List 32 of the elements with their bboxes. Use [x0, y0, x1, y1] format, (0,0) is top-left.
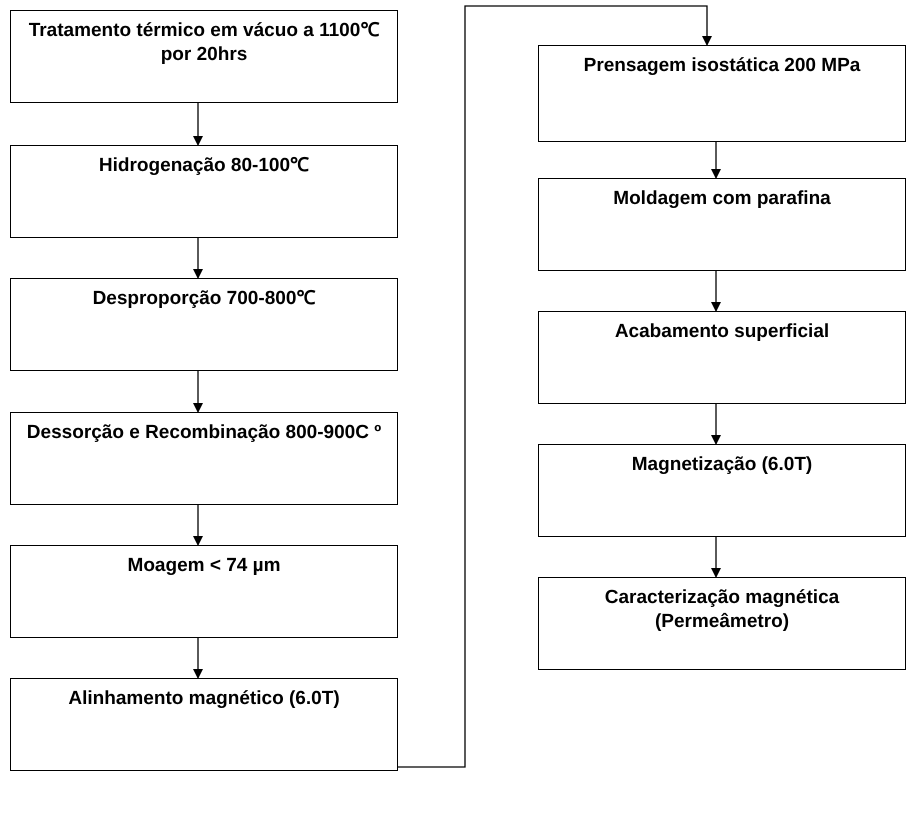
box-label: Magnetização (6.0T): [632, 453, 812, 477]
process-box: [10, 10, 398, 103]
process-box: [538, 45, 906, 142]
process-box: [538, 178, 906, 271]
arrow: [398, 5, 712, 768]
box-label: Tratamento térmico em vácuo a 1100℃ por 20hrs: [28, 19, 380, 67]
process-box: [538, 311, 906, 404]
arrow: [193, 103, 203, 146]
box-label: Alinhamento magnético (6.0T): [68, 687, 340, 711]
box-label: Moldagem com parafina: [613, 187, 831, 211]
arrow: [711, 271, 721, 312]
arrow: [193, 505, 203, 546]
process-box: [10, 678, 398, 771]
process-box: [538, 577, 906, 670]
box-label: Moagem < 74 µm: [128, 554, 280, 578]
process-box: [10, 545, 398, 638]
box-label: Hidrogenação 80-100℃: [98, 154, 310, 178]
arrow: [711, 404, 721, 445]
arrow: [711, 142, 721, 179]
process-box: [10, 145, 398, 238]
arrow: [193, 638, 203, 679]
arrow: [193, 371, 203, 413]
arrow: [711, 537, 721, 578]
box-label: Desproporção 700-800℃: [92, 287, 316, 311]
box-label: Acabamento superficial: [614, 320, 830, 344]
box-label: Caracterização magnética (Permeâmetro): [604, 586, 840, 634]
process-box: [538, 444, 906, 537]
arrow: [193, 238, 203, 279]
box-label: Prensagem isostática 200 MPa: [584, 54, 860, 78]
process-box: [10, 412, 398, 505]
box-label: Dessorção e Recombinação 800-900C º: [26, 421, 382, 445]
process-box: [10, 278, 398, 371]
